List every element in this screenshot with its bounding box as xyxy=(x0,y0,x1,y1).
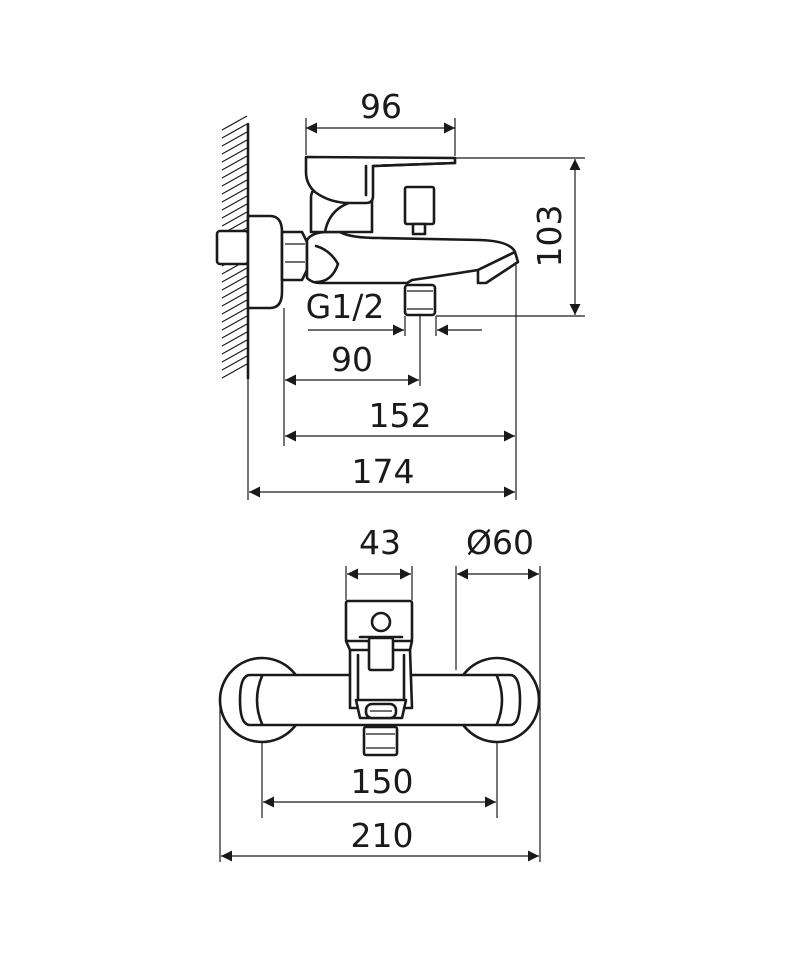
hatch-line xyxy=(221,147,248,163)
hatch-line xyxy=(221,131,248,147)
wall-connector-nut xyxy=(215,229,250,266)
hatch-line xyxy=(221,339,248,355)
hatch-line xyxy=(221,347,248,363)
hatch-line xyxy=(221,291,248,307)
hatch-line xyxy=(221,267,248,283)
hatch-line xyxy=(221,171,248,187)
hatch-line xyxy=(221,283,248,299)
dim-210-label: 210 xyxy=(351,816,414,855)
hatch-line xyxy=(221,331,248,347)
hatch-line xyxy=(221,139,248,155)
hatch-line xyxy=(221,323,248,339)
diverter-cap-front xyxy=(370,611,392,633)
hatch-line xyxy=(221,163,248,179)
hatch-line xyxy=(221,155,248,171)
hatch-line xyxy=(221,179,248,195)
hatch-line xyxy=(221,315,248,331)
dim-152-label: 152 xyxy=(369,396,432,435)
front-view: 43 Ø60 150 210 xyxy=(218,523,541,862)
hatch-line xyxy=(221,307,248,323)
side-hex-nut xyxy=(280,230,309,282)
hatch-line xyxy=(221,211,248,227)
shower-outlet-fitting xyxy=(403,283,437,317)
hatch-line xyxy=(221,363,248,379)
lever-handle-side xyxy=(304,155,457,205)
hatch-line xyxy=(221,187,248,203)
dim-96-label: 96 xyxy=(360,87,402,126)
hatch-line xyxy=(221,195,248,211)
side-rosette xyxy=(246,214,284,310)
shower-outlet-front xyxy=(362,725,399,757)
side-extension-lines xyxy=(247,118,585,500)
hatch-line xyxy=(221,203,248,219)
hatch-line xyxy=(221,299,248,315)
hatch-line xyxy=(221,123,248,139)
dim-150-label: 150 xyxy=(351,762,414,801)
dim-174-label: 174 xyxy=(352,452,415,491)
dim-thread-label: G1/2 xyxy=(306,287,385,326)
diverter-knob-front xyxy=(367,636,395,672)
hatch-line xyxy=(221,275,248,291)
spout-outlet xyxy=(476,250,520,285)
hatch-line xyxy=(221,355,248,371)
diverter-knob xyxy=(403,185,436,226)
dim-90-label: 90 xyxy=(331,340,373,379)
dim-103-label: 103 xyxy=(530,205,569,268)
hatch-line xyxy=(221,115,248,131)
dim-60-label: Ø60 xyxy=(466,523,534,562)
dim-43-label: 43 xyxy=(359,523,401,562)
front-extension-lines xyxy=(219,566,541,862)
side-view: 96 103 G1/2 90 152 174 xyxy=(215,87,585,500)
